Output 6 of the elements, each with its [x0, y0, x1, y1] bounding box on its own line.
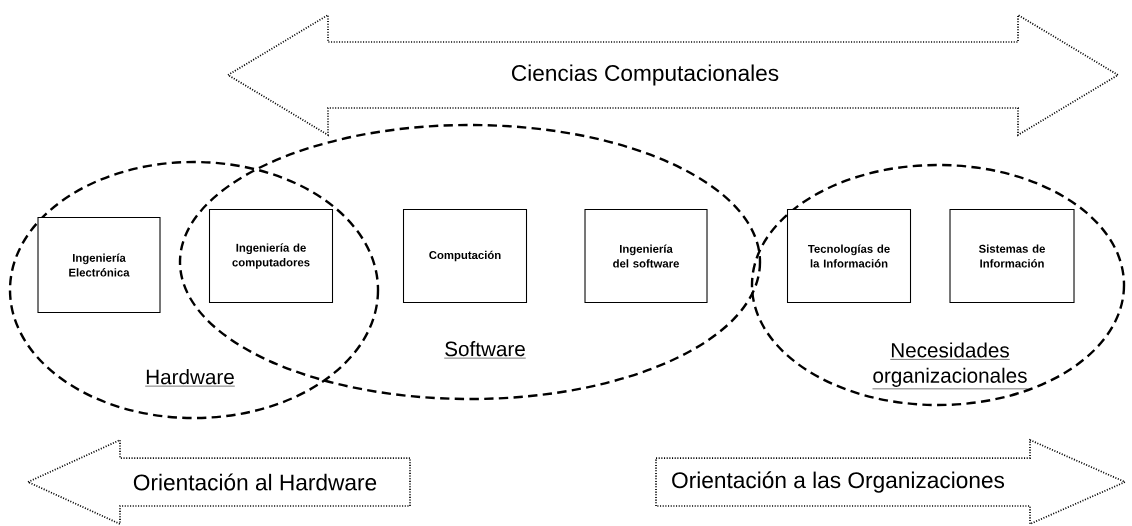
discipline-box: Ingeniería de computadores: [208, 208, 334, 304]
discipline-box: Ingeniería Electrónica: [37, 216, 161, 314]
discipline-box: Computación: [402, 208, 528, 304]
discipline-box: Ingeniería del software: [584, 208, 708, 304]
discipline-box: Sistemas de Información: [949, 208, 1075, 304]
discipline-box: Tecnologías de la Información: [786, 208, 912, 304]
